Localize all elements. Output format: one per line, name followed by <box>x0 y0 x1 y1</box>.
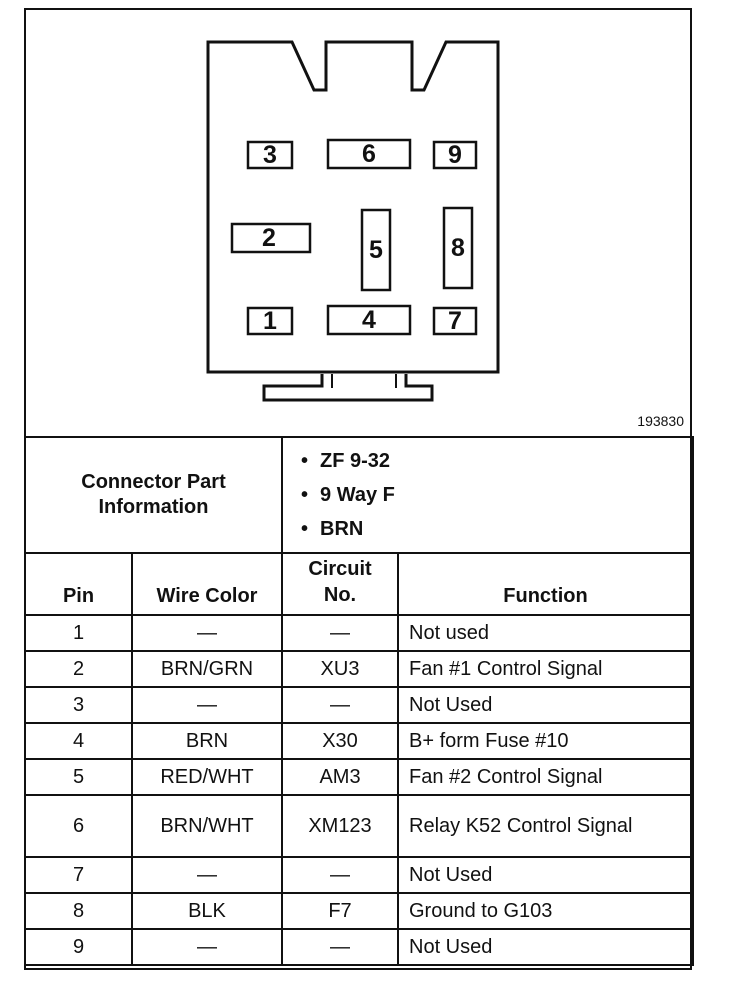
wire-color-cell: — <box>131 928 283 966</box>
pin-cavity-4 <box>326 304 412 336</box>
connector-outline <box>206 40 500 374</box>
function-cell: Fan #2 Control Signal <box>396 758 695 796</box>
pin-cell: 7 <box>24 856 133 894</box>
pin-label-3: 3 <box>263 141 277 169</box>
circuit-cell: AM3 <box>281 758 399 796</box>
function-cell: B+ form Fuse #10 <box>396 722 695 760</box>
wire-color-cell: BRN <box>131 722 283 760</box>
function-cell: Not Used <box>396 856 695 894</box>
header-pin: Pin <box>24 552 133 616</box>
connector-info-item: 9 Way F <box>320 480 692 514</box>
function-cell: Not Used <box>396 686 695 724</box>
figure-id: 193830 <box>637 413 684 429</box>
wire-color-cell: BLK <box>131 892 283 930</box>
pin-label-4: 4 <box>362 306 376 334</box>
circuit-cell: — <box>281 856 399 894</box>
wire-color-cell: RED/WHT <box>131 758 283 796</box>
function-cell: Ground to G103 <box>396 892 695 930</box>
pin-label-8: 8 <box>451 234 465 262</box>
wire-color-cell: — <box>131 686 283 724</box>
pin-cell: 9 <box>24 928 133 966</box>
function-cell: Relay K52 Control Signal <box>396 794 695 858</box>
connector-info-label: Connector Part Information <box>81 471 226 518</box>
pin-cavity-7 <box>432 306 478 336</box>
wire-color-cell: BRN/WHT <box>131 794 283 858</box>
circuit-cell: — <box>281 928 399 966</box>
pin-cell: 1 <box>24 614 133 652</box>
connector-diagram: 3 6 9 2 5 8 1 4 7 193830 <box>24 8 692 436</box>
pin-label-2: 2 <box>262 224 276 252</box>
circuit-cell: F7 <box>281 892 399 930</box>
wire-color-cell: BRN/GRN <box>131 650 283 688</box>
pin-label-9: 9 <box>448 141 462 169</box>
function-cell: Fan #1 Control Signal <box>396 650 695 688</box>
circuit-cell: — <box>281 614 399 652</box>
header-function: Function <box>396 552 695 616</box>
connector-info-item: ZF 9-32 <box>320 446 692 480</box>
pin-cavity-3 <box>246 140 294 170</box>
table-row: 1——Not used <box>24 614 695 652</box>
pin-label-7: 7 <box>448 307 462 335</box>
header-circuit-no: Circuit No. <box>281 552 399 616</box>
pin-cavity-6 <box>326 138 412 170</box>
pin-label-5: 5 <box>369 236 383 264</box>
pin-cell: 3 <box>24 686 133 724</box>
connector-latch <box>262 374 434 402</box>
header-wire-color: Wire Color <box>131 552 283 616</box>
pin-cavity-9 <box>432 140 478 170</box>
connector-info-row: Connector Part Information ZF 9-32 9 Way… <box>24 436 695 554</box>
pin-cell: 8 <box>24 892 133 930</box>
pin-cell: 5 <box>24 758 133 796</box>
circuit-cell: XM123 <box>281 794 399 858</box>
table-row: 9——Not Used <box>24 928 695 966</box>
wire-color-cell: — <box>131 614 283 652</box>
pin-cavity-5 <box>360 208 392 292</box>
function-cell: Not Used <box>396 928 695 966</box>
circuit-cell: XU3 <box>281 650 399 688</box>
pinout-table: Connector Part Information ZF 9-32 9 Way… <box>24 436 695 966</box>
connector-info-label-cell: Connector Part Information <box>24 436 283 554</box>
pin-cavity-1 <box>246 306 294 336</box>
function-cell: Not used <box>396 614 695 652</box>
wire-color-cell: — <box>131 856 283 894</box>
pin-label-6: 6 <box>362 140 376 168</box>
circuit-cell: — <box>281 686 399 724</box>
pin-cell: 6 <box>24 794 133 858</box>
connector-info-list: ZF 9-32 9 Way F BRN <box>283 438 692 552</box>
circuit-cell: X30 <box>281 722 399 760</box>
table-header-row: Pin Wire Color Circuit No. Function <box>24 552 695 616</box>
pin-cavity-8 <box>442 206 474 290</box>
table-row: 3——Not Used <box>24 686 695 724</box>
pin-label-1: 1 <box>263 307 277 335</box>
connector-info-item: BRN <box>320 514 692 548</box>
pin-cell: 4 <box>24 722 133 760</box>
pin-cell: 2 <box>24 650 133 688</box>
connector-drawing <box>206 40 500 402</box>
table-row: 7——Not Used <box>24 856 695 894</box>
connector-info-values-cell: ZF 9-32 9 Way F BRN <box>280 436 695 554</box>
pin-cavity-2 <box>230 222 312 254</box>
